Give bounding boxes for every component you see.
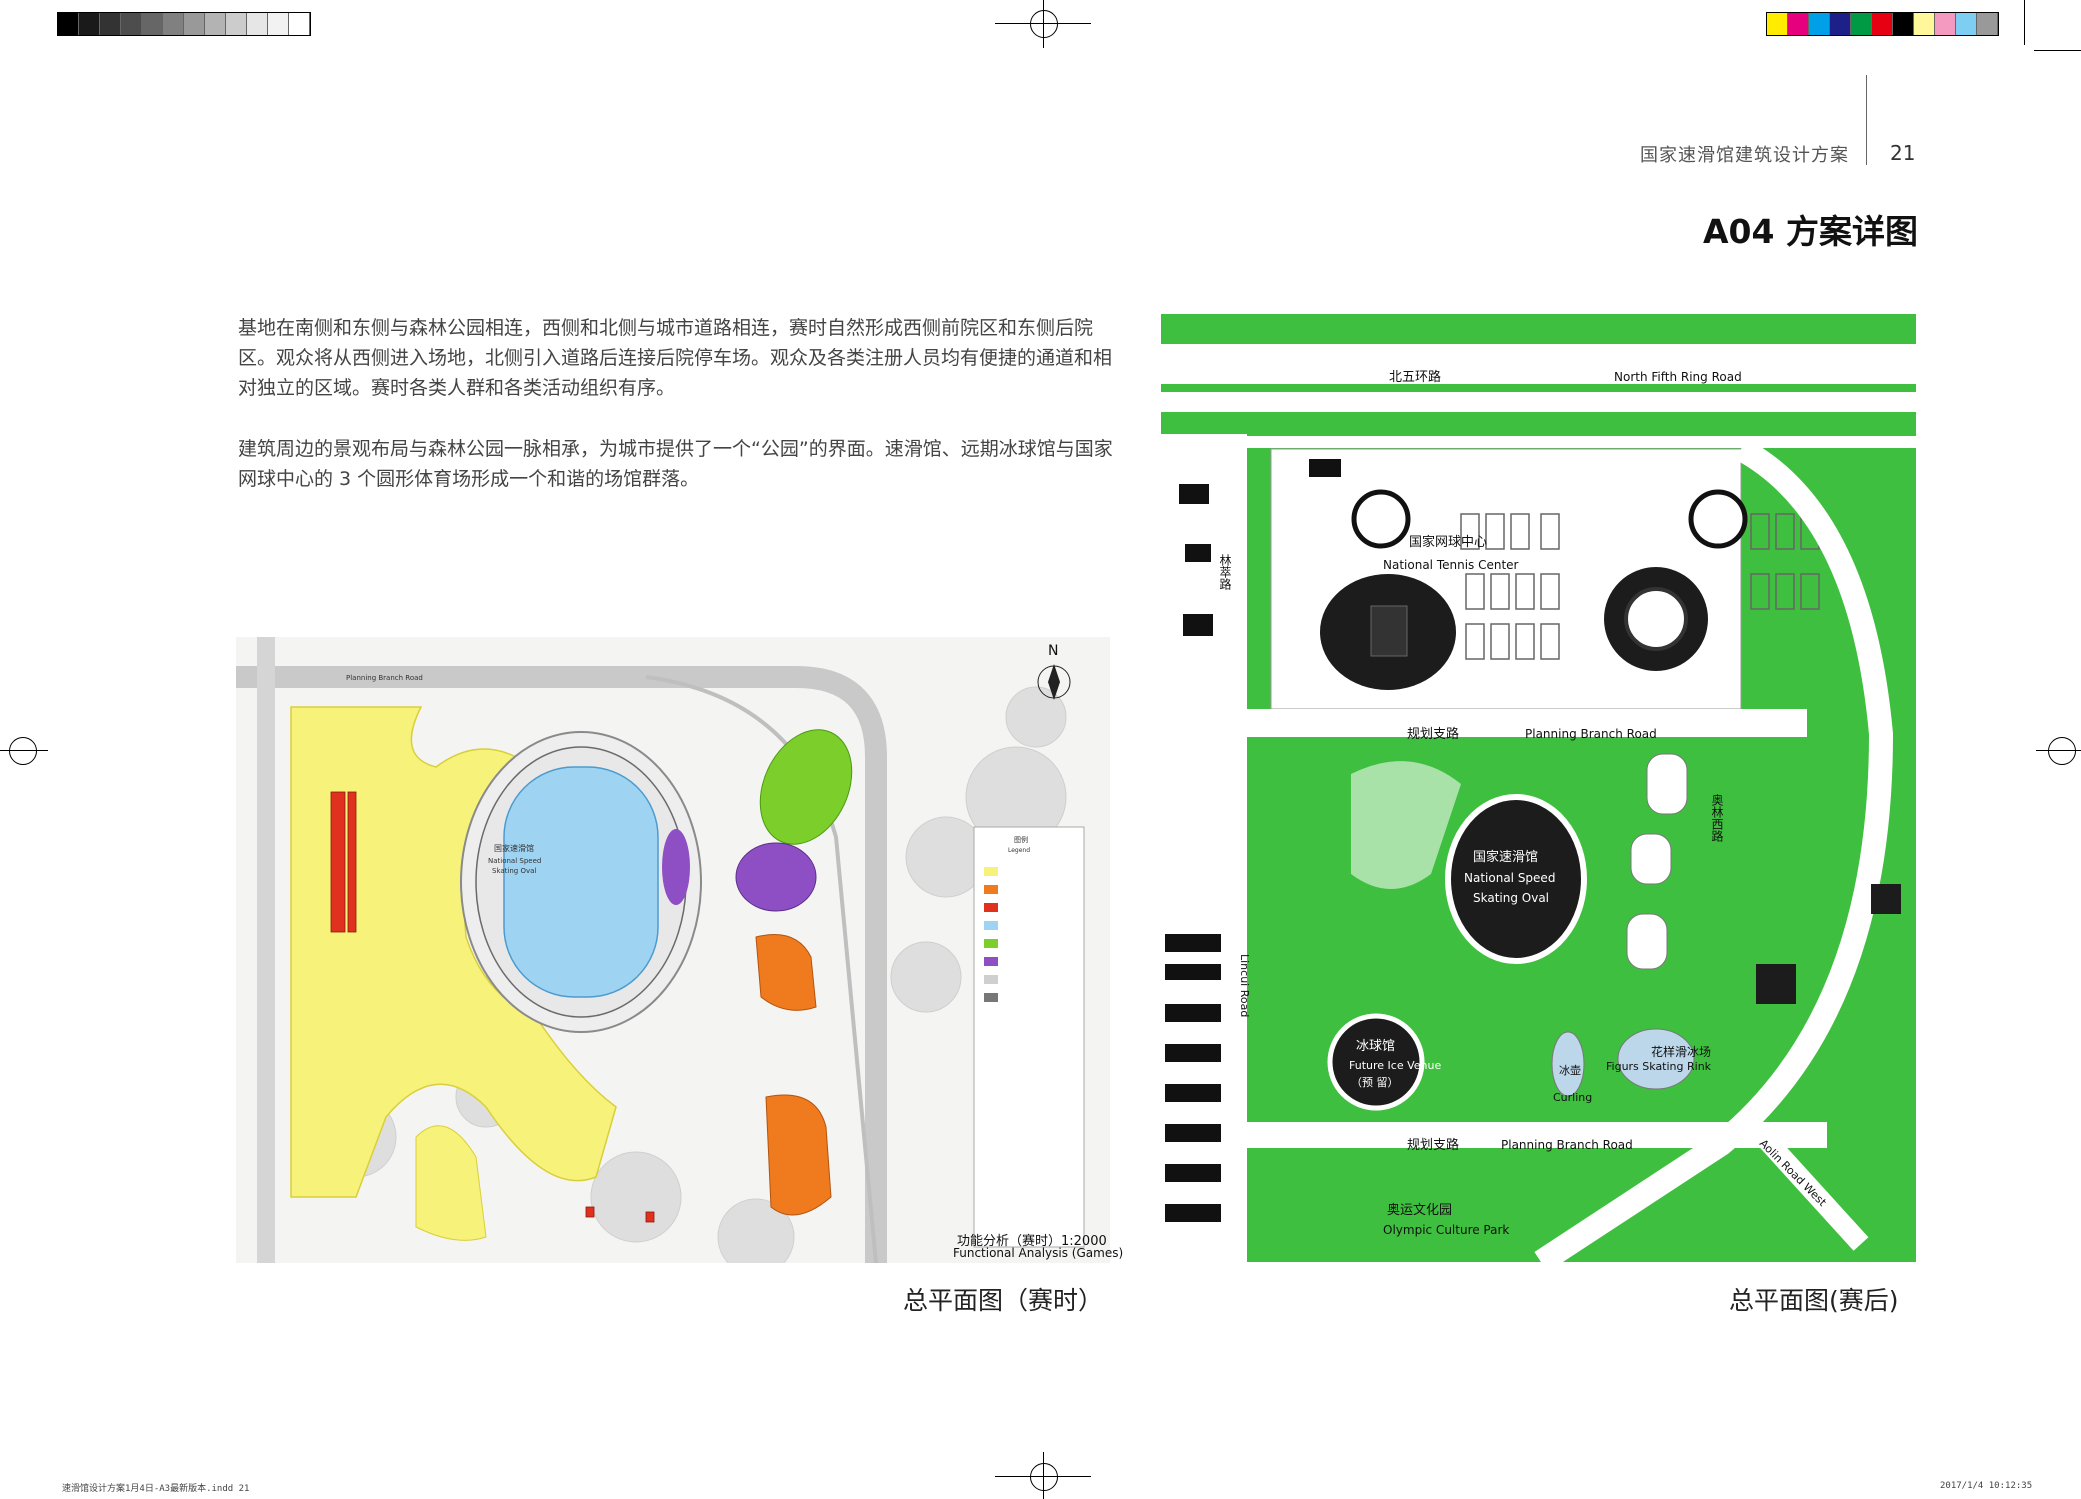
branch-road-cn-1: 规划支路 — [1407, 726, 1459, 742]
figure-label-en: Figurs Skating Rink — [1606, 1060, 1712, 1073]
branch-road-cn-2: 规划支路 — [1407, 1137, 1459, 1153]
registration-mark-bottom — [1030, 1463, 1058, 1491]
park-label-en: Olympic Culture Park — [1383, 1223, 1509, 1237]
curling-label-cn: 冰壶 — [1559, 1063, 1581, 1077]
legend-title-en: Legend — [1008, 847, 1030, 854]
legend-title: 图例 — [1014, 835, 1028, 844]
slug-date: 2017/1/4 10:12:35 — [1940, 1481, 2033, 1491]
scale-title-en: Functional Analysis (Games) — [953, 1246, 1124, 1260]
site-plan-post-games: 北五环路 North Fifth Ring Road 国家网球中心 Nation… — [1161, 314, 1916, 1262]
registration-mark-top — [1030, 10, 1058, 38]
tennis-label-en: National Tennis Center — [1383, 558, 1519, 572]
scale-title: 功能分析（赛时）1:2000 — [957, 1234, 1107, 1249]
body-paragraph-2: 建筑周边的景观布局与森林公园一脉相承，为城市提供了一个“公园”的界面。速滑馆、远… — [238, 438, 1113, 490]
lincui-label-en: Lincui Road — [1238, 954, 1251, 1017]
slug-file: 速滑馆设计方案1月4日-A3最新版本.indd 21 — [62, 1484, 250, 1494]
tennis-label-cn: 国家网球中心 — [1409, 534, 1487, 550]
caption-post-games: 总平面图(赛后) — [1729, 1286, 1899, 1315]
branch-road-en-1: Planning Branch Road — [1525, 727, 1657, 741]
page-number: 21 — [1890, 141, 1916, 165]
oval-label-cn: 国家速滑馆 — [1473, 849, 1538, 865]
venue-label-en-2: Skating Oval — [492, 867, 536, 875]
registration-line — [2036, 750, 2081, 751]
registration-mark-right — [2048, 737, 2076, 765]
venue-label-cn: 国家速滑馆 — [494, 843, 534, 853]
ice-label-en: Future Ice Venue — [1349, 1059, 1441, 1072]
grayscale-bar — [57, 12, 311, 36]
venue-label-en-1: National Speed — [488, 857, 541, 865]
road-north-en: North Fifth Ring Road — [1614, 370, 1742, 384]
ice-label-cn: 冰球馆 — [1356, 1039, 1395, 1054]
curling-label-en: Curling — [1553, 1091, 1592, 1104]
road-north-cn: 北五环路 — [1389, 369, 1441, 385]
caption-games: 总平面图（赛时） — [903, 1286, 1104, 1315]
section-title: A04 方案详图 — [1703, 212, 1918, 251]
registration-line — [0, 750, 48, 751]
park-label-cn: 奥运文化园 — [1387, 1203, 1452, 1218]
trim-mark — [2034, 50, 2081, 51]
color-bar — [1766, 12, 1999, 36]
registration-line — [1043, 1452, 1044, 1499]
registration-line — [1043, 0, 1044, 48]
north-label: N — [1048, 643, 1058, 659]
figure-label-cn: 花样滑冰场 — [1651, 1044, 1711, 1059]
lincui-label-cn: 林萃路 — [1218, 554, 1232, 591]
aolin-label-cn: 奥林西路 — [1710, 794, 1724, 843]
oval-label-en-2: Skating Oval — [1473, 891, 1549, 905]
branch-road-en-2: Planning Branch Road — [1501, 1138, 1633, 1152]
ice-label-note: （预 留） — [1351, 1076, 1399, 1089]
registration-mark-left — [9, 737, 37, 765]
body-paragraph-1: 基地在南侧和东侧与森林公园相连，西侧和北侧与城市道路相连，赛时自然形成西侧前院区… — [238, 317, 1113, 399]
road-label: Planning Branch Road — [346, 674, 423, 682]
header-divider — [1866, 75, 1867, 165]
trim-mark — [2024, 0, 2025, 45]
oval-label-en-1: National Speed — [1464, 871, 1555, 885]
running-title: 国家速滑馆建筑设计方案 — [1640, 145, 1849, 166]
site-plan-games: N 国家速滑馆 National Speed Skating Oval Plan… — [236, 637, 1110, 1263]
